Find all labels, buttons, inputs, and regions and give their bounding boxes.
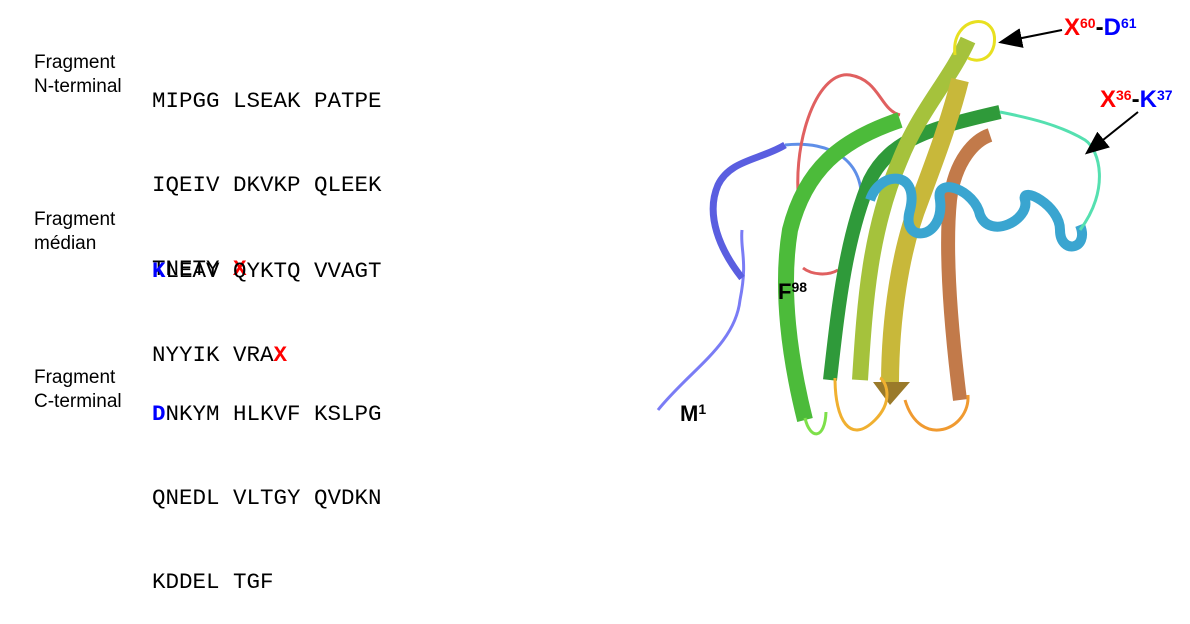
sequence-line: NYYIK VRAX <box>152 341 382 369</box>
fragment-median-label-line2: médian <box>34 233 97 254</box>
seq-text: TNETY <box>152 256 234 282</box>
sequence-n-terminal: MIPGG LSEAK PATPE IQEIV DKVKP QLEEK TNET… <box>152 31 382 311</box>
cleavage-residue-x: X <box>273 342 288 368</box>
loop-red-top <box>796 73 901 211</box>
ann-sup: 1 <box>698 401 707 417</box>
seq-text: LEAV QYKTQ VVAGT <box>165 258 382 284</box>
sequence-line: IQEIV DKVKP QLEEK <box>152 171 382 199</box>
ann-residue-x: X <box>1100 86 1117 113</box>
seq-text: NYYIK VRA <box>152 342 274 368</box>
strand-brown <box>941 128 993 401</box>
sequence-line: KLEAV QYKTQ VVAGT <box>152 257 382 285</box>
residue-k-highlight: K <box>152 258 166 284</box>
sequence-line: KDDEL TGF <box>152 568 382 596</box>
ann-residue-k: K <box>1139 86 1157 113</box>
fragment-median-label-line1: Fragment <box>34 209 116 230</box>
strand-blue <box>709 141 787 281</box>
loop-green-bottom <box>803 411 828 436</box>
sequence-line: TNETY X <box>152 255 382 283</box>
sequence-median: KLEAV QYKTQ VVAGT NYYIK VRAX <box>152 201 382 397</box>
protein-ribbon-structure <box>656 20 1139 436</box>
residue-d-highlight: D <box>152 401 166 427</box>
loop-yellow <box>953 20 996 62</box>
ann-residue-d: D <box>1103 14 1121 41</box>
fragment-c-label-line1: Fragment <box>34 367 116 388</box>
loop-n-terminal <box>656 229 746 411</box>
loop-orange <box>833 376 889 432</box>
cleavage-residue-x: X <box>233 256 247 282</box>
fragment-n-label: Fragment N-terminal <box>34 51 122 99</box>
ann-sep: - <box>1095 14 1104 41</box>
fragment-c-label: Fragment C-terminal <box>34 366 122 414</box>
ann-residue-m: M <box>680 401 699 426</box>
ann-residue-f: F <box>778 279 792 304</box>
sequence-line: QNEDL VLTGY QVDKN <box>152 484 382 512</box>
fragment-n-label-line1: Fragment <box>34 52 116 73</box>
seq-text: MIPGG LSEAK PATPE <box>152 88 382 114</box>
fragment-median-label: Fragment médian <box>34 208 115 256</box>
annotation-f98: F98 <box>778 278 807 306</box>
sequence-line: DNKYM HLKVF KSLPG <box>152 400 382 428</box>
strand-yellowgreen <box>852 36 976 381</box>
ann-sup: 36 <box>1116 87 1132 103</box>
seq-text: KDDEL TGF <box>152 569 274 595</box>
annotation-x36-k37: X36-K37 <box>1100 86 1173 114</box>
helix <box>865 173 1087 252</box>
seq-text: NKYM HLKVF KSLPG <box>165 401 382 427</box>
ann-sup: 61 <box>1120 15 1137 31</box>
strand-green <box>777 112 903 422</box>
ann-sup: 60 <box>1080 15 1096 31</box>
annotation-m1: M1 <box>680 400 706 428</box>
ann-sep: - <box>1131 86 1140 113</box>
ann-sup: 37 <box>1156 87 1173 103</box>
sequence-line: MIPGG LSEAK PATPE <box>152 87 382 115</box>
fragment-n-label-line2: N-terminal <box>34 76 122 97</box>
loop-orange-2 <box>903 394 970 432</box>
annotation-x60-d61: X60-D61 <box>1064 14 1137 42</box>
arrow-x60 <box>998 28 1063 48</box>
arrow-x36 <box>1084 111 1139 155</box>
loop-red-f98 <box>802 266 839 276</box>
arrow-head-strand <box>873 382 910 405</box>
strand-yellow <box>881 77 969 386</box>
ann-residue-x: X <box>1064 14 1081 41</box>
fragment-c-label-line2: C-terminal <box>34 391 122 412</box>
ann-sup: 98 <box>791 279 808 295</box>
seq-text: QNEDL VLTGY QVDKN <box>152 485 382 511</box>
seq-text: IQEIV DKVKP QLEEK <box>152 172 382 198</box>
